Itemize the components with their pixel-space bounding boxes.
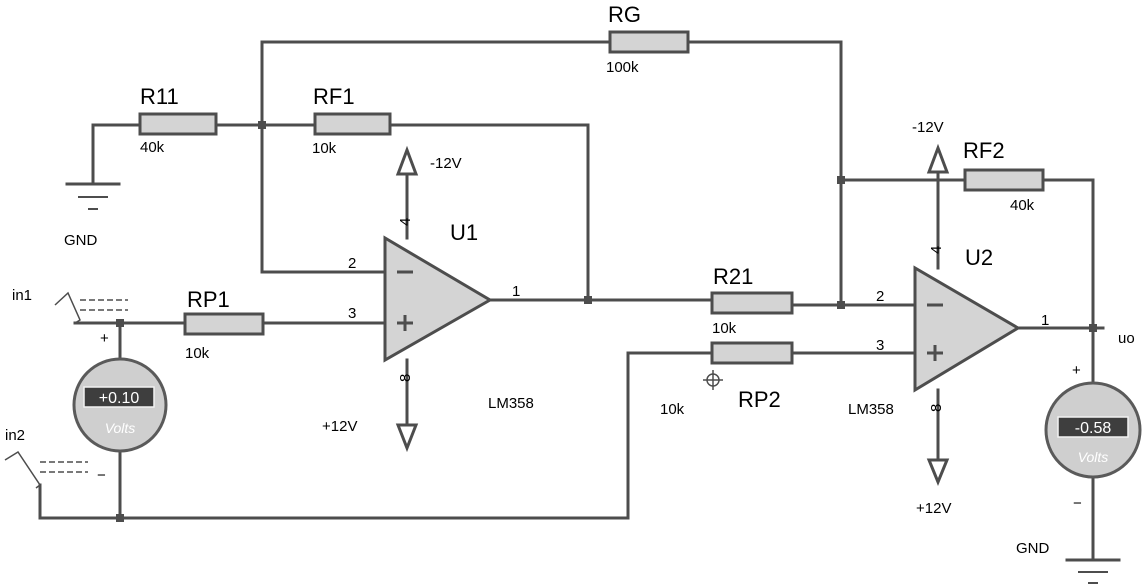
junction-dot xyxy=(837,301,845,309)
resistor-r11[interactable]: R11 40k xyxy=(138,84,218,156)
u2-negative-supply: -12V xyxy=(912,119,950,174)
output-meter-unit: Volts xyxy=(1078,449,1109,465)
junction-dot xyxy=(258,121,266,129)
u1-pin-vneg: 4 xyxy=(397,218,414,226)
crosshair-icon xyxy=(703,370,723,390)
rf1-name: RF1 xyxy=(313,84,355,109)
input-terminal-in1[interactable]: in1 xyxy=(12,287,128,324)
rf1-value: 10k xyxy=(312,140,337,157)
u1-positive-supply: +12V xyxy=(322,418,419,453)
u2-pin-inv: 2 xyxy=(876,288,884,305)
terminal-icon xyxy=(54,291,81,324)
u2-pin-noninv: 3 xyxy=(876,337,884,354)
u1-pin-out: 1 xyxy=(512,283,520,300)
ground-right-label: GND xyxy=(1016,540,1050,557)
junction-dot xyxy=(1089,324,1097,332)
u1-pos-label: +12V xyxy=(322,418,357,435)
junction-dot xyxy=(116,319,124,327)
terminal-icon xyxy=(4,450,42,489)
u2-pin-vneg: 4 xyxy=(928,246,945,254)
rp2-name: RP2 xyxy=(738,387,781,412)
u2-pin-out: 1 xyxy=(1041,312,1049,329)
resistor-rf1[interactable]: RF1 10k xyxy=(312,84,392,157)
voltmeter-output[interactable]: -0.58 Volts + − xyxy=(1044,362,1142,512)
wires xyxy=(38,40,1105,562)
in2-label: in2 xyxy=(5,427,25,444)
supply-arrow-icon xyxy=(926,458,950,486)
resistor-rp2[interactable]: RP2 10k xyxy=(660,341,794,418)
supply-arrow-icon xyxy=(395,145,419,176)
input-terminal-in2[interactable]: in2 xyxy=(4,427,88,489)
junction-dot xyxy=(584,296,592,304)
u1-pin-inv: 2 xyxy=(348,255,356,272)
junctions xyxy=(116,121,1097,522)
resistor-rg[interactable]: RG 100k xyxy=(606,2,690,76)
output-label: uo xyxy=(1118,330,1135,347)
r11-name: R11 xyxy=(140,84,179,109)
u1-name: U1 xyxy=(450,220,478,245)
r11-value: 40k xyxy=(140,139,165,156)
rp1-value: 10k xyxy=(185,345,210,362)
output-meter-reading: -0.58 xyxy=(1075,420,1112,437)
ground-left-label: GND xyxy=(64,232,98,249)
resistor-rp1[interactable]: RP1 10k xyxy=(183,287,265,362)
u1-pin-vpos: 8 xyxy=(397,374,414,382)
ground-right: GND xyxy=(1016,540,1121,584)
u1-negative-supply: -12V xyxy=(395,145,462,176)
opamp-u2[interactable]: U2 LM358 2 3 1 4 8 xyxy=(848,245,1049,418)
junction-dot xyxy=(837,176,845,184)
resistor-r21[interactable]: R21 10k xyxy=(710,264,794,337)
supply-arrow-icon xyxy=(395,423,419,453)
u2-pin-vpos: 8 xyxy=(928,404,945,412)
resistor-rf2[interactable]: RF2 40k xyxy=(963,138,1045,214)
in1-label: in1 xyxy=(12,287,32,304)
output-meter-plus: + xyxy=(1072,362,1081,379)
input-meter-reading: +0.10 xyxy=(99,390,140,407)
supply-arrow-icon xyxy=(926,143,950,174)
u2-positive-supply: +12V xyxy=(916,458,951,517)
r21-name: R21 xyxy=(713,264,753,289)
rg-name: RG xyxy=(608,2,641,27)
u1-pin-noninv: 3 xyxy=(348,305,356,322)
voltmeter-input[interactable]: +0.10 Volts + − xyxy=(72,330,168,484)
r21-value: 10k xyxy=(712,320,737,337)
input-meter-unit: Volts xyxy=(105,420,136,436)
rf2-name: RF2 xyxy=(963,138,1005,163)
ground-left: GND xyxy=(64,182,121,249)
rp2-value: 10k xyxy=(660,401,685,418)
rf2-value: 40k xyxy=(1010,197,1035,214)
u1-neg-label: -12V xyxy=(430,155,462,172)
u1-part: LM358 xyxy=(488,395,534,412)
junction-dot xyxy=(116,514,124,522)
u2-pos-label: +12V xyxy=(916,500,951,517)
input-meter-minus: − xyxy=(97,467,106,484)
rg-value: 100k xyxy=(606,59,639,76)
input-meter-plus: + xyxy=(100,330,109,347)
output-meter-minus: − xyxy=(1073,495,1082,512)
u2-neg-label: -12V xyxy=(912,119,944,136)
opamp-u1[interactable]: U1 LM358 2 3 1 4 8 xyxy=(348,218,534,412)
rp1-name: RP1 xyxy=(187,287,230,312)
u2-part: LM358 xyxy=(848,401,894,418)
u2-name: U2 xyxy=(965,245,993,270)
